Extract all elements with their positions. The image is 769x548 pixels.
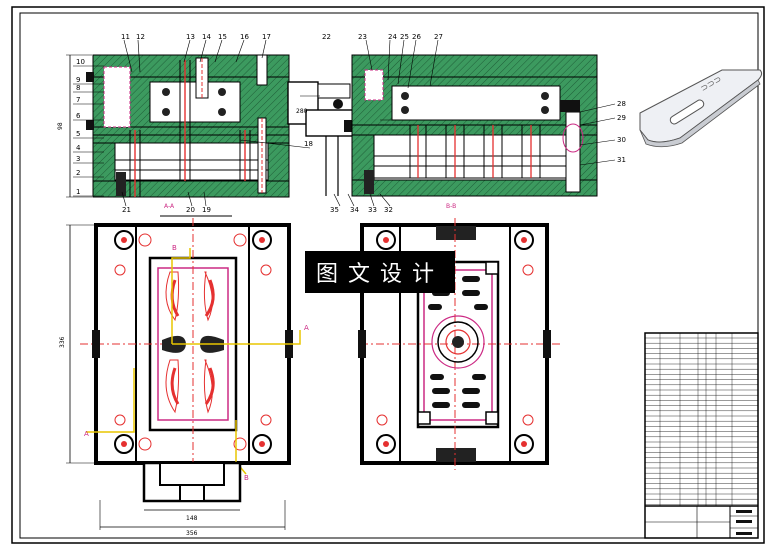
callout-number: 14 — [202, 33, 211, 41]
callout-number: 6 — [76, 112, 81, 120]
section-label-aa: A-A — [164, 203, 175, 210]
outer-border — [11, 6, 765, 544]
injection-unit — [287, 81, 358, 196]
callout-number: 13 — [186, 33, 195, 41]
callout-number: 24 — [388, 33, 397, 41]
callout-number: 27 — [434, 33, 443, 41]
callout-number: 11 — [121, 33, 130, 41]
callout-number: 31 — [617, 156, 626, 164]
callout-number: 26 — [412, 33, 421, 41]
callout-number: 7 — [76, 96, 80, 104]
cut-mark-a1: A — [304, 324, 309, 332]
callout-number: 17 — [262, 33, 271, 41]
callout-number: 22 — [322, 33, 331, 41]
watermark-banner: 图文设计 — [305, 251, 455, 293]
section-view-bb — [333, 39, 616, 207]
section-label-bb: B-B — [446, 203, 456, 210]
callout-number: 8 — [76, 84, 80, 92]
cut-mark-b2: B — [244, 474, 249, 482]
callout-number: 23 — [358, 33, 367, 41]
callout-number: 19 — [202, 206, 211, 214]
product-sketch — [639, 69, 763, 148]
dim-mid: 280 — [296, 108, 308, 115]
callout-number: 3 — [76, 155, 80, 163]
cut-mark-b1: B — [172, 244, 177, 252]
callout-number: 34 — [350, 206, 359, 214]
callout-number: 18 — [304, 140, 313, 148]
plan-view-left — [66, 215, 301, 530]
callout-number: 12 — [136, 33, 145, 41]
section-view-aa — [66, 39, 311, 207]
cut-mark-a2: A — [84, 430, 89, 438]
callout-number: 29 — [617, 114, 626, 122]
callout-number: 21 — [122, 206, 131, 214]
title-block — [644, 332, 759, 539]
callout-number: 32 — [384, 206, 393, 214]
callout-number: 35 — [330, 206, 339, 214]
callout-number: 1 — [76, 188, 80, 196]
callout-number: 16 — [240, 33, 249, 41]
callout-number: 5 — [76, 130, 80, 138]
dim-plan-width: 356 — [186, 530, 198, 537]
callout-number: 4 — [76, 144, 81, 152]
callout-number: 2 — [76, 169, 80, 177]
callout-number: 20 — [186, 206, 195, 214]
callout-number: 10 — [76, 58, 85, 66]
inner-border — [19, 12, 759, 539]
callout-number: 9 — [76, 76, 80, 84]
callout-number: 28 — [617, 100, 626, 108]
dim-plan-height: 336 — [59, 336, 66, 348]
callout-number: 33 — [368, 206, 377, 214]
callout-number: 15 — [218, 33, 227, 41]
callout-number: 25 — [400, 33, 409, 41]
callout-number: 30 — [617, 136, 626, 144]
dim-tab-width: 148 — [186, 515, 198, 522]
dim-front-height: 98 — [57, 122, 64, 130]
